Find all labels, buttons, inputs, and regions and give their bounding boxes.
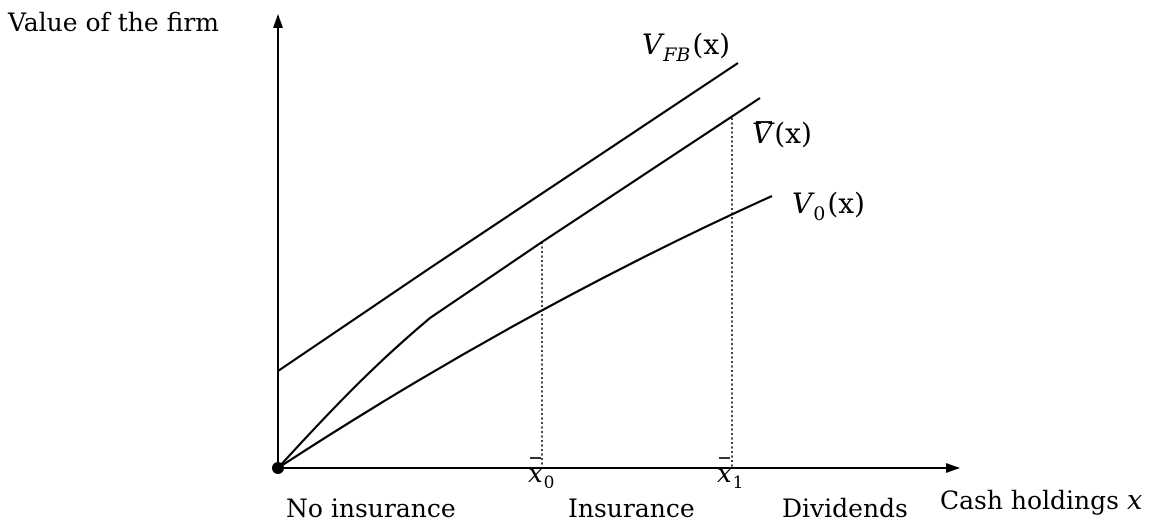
threshold-label-x1: x1 <box>717 457 744 493</box>
svg-text:x0: x0 <box>528 459 555 493</box>
x1-base: x <box>717 459 732 489</box>
y-axis-label: Value of the firm <box>7 8 219 37</box>
svg-text:V(x): V(x) <box>752 117 812 150</box>
svg-text:x1: x1 <box>717 459 744 493</box>
x0-sub: 0 <box>544 473 555 493</box>
vfb-sub: FB <box>662 44 690 66</box>
threshold-label-x0: x0 <box>528 457 555 493</box>
v0-sub: 0 <box>813 203 825 225</box>
vfb-arg: (x) <box>692 28 730 61</box>
curve-v0 <box>277 194 773 469</box>
x1-sub: 1 <box>733 473 744 493</box>
vbar-arg: (x) <box>774 117 812 150</box>
x-axis-label-var: x <box>1127 485 1142 516</box>
x-axis-label: Cash holdings x <box>940 485 1142 516</box>
v0-arg: (x) <box>827 187 865 220</box>
region-label-no-insurance: No insurance <box>286 494 456 523</box>
x-axis-label-text: Cash holdings <box>940 486 1119 515</box>
svg-text:V0(x): V0(x) <box>792 187 865 225</box>
curve-label-vfb: VFB(x) <box>642 28 730 66</box>
vbar-base: V <box>752 117 775 150</box>
region-label-insurance: Insurance <box>568 494 695 523</box>
x0-base: x <box>528 459 543 489</box>
curve-vfb <box>277 62 739 372</box>
vfb-base: V <box>642 28 665 61</box>
curve-label-vbar: V(x) <box>752 117 812 150</box>
v0-base: V <box>792 187 815 220</box>
svg-text:VFB(x): VFB(x) <box>642 28 730 66</box>
curve-vbar <box>277 97 761 469</box>
curve-label-v0: V0(x) <box>792 187 865 225</box>
region-label-dividends: Dividends <box>782 494 908 523</box>
